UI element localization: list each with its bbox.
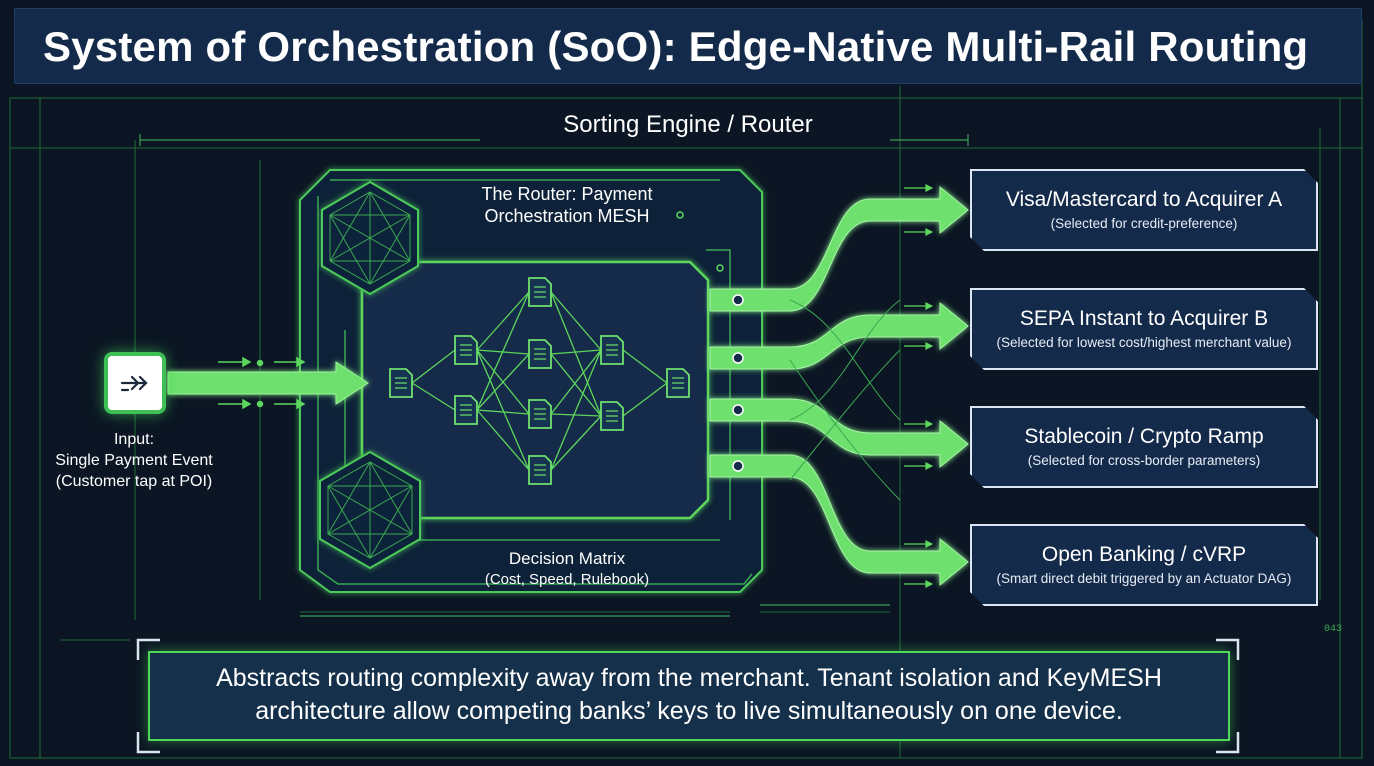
dag-edge: [550, 349, 602, 355]
rail-title: SEPA Instant to Acquirer B: [1019, 307, 1269, 330]
rail-subtitle: (Smart direct debit triggered by an Actu…: [996, 571, 1292, 586]
rail-box-visa-mastercard: Visa/Mastercard to Acquirer A (Selected …: [970, 169, 1318, 251]
output-port-dot: [732, 294, 744, 306]
router-title-line1: The Router: Payment: [481, 184, 653, 204]
rail-title: Open Banking / cVRP: [1041, 543, 1247, 566]
document-node-icon: [454, 335, 478, 365]
engine-label: Sorting Engine / Router: [563, 111, 813, 138]
output-flow-arrow: [709, 454, 969, 587]
input-label: Input: Single Payment Event (Customer ta…: [34, 429, 234, 492]
corner-code: 043: [1324, 624, 1343, 635]
dag-edge: [476, 349, 530, 471]
title-bar: System of Orchestration (SoO): Edge-Nati…: [14, 8, 1362, 84]
router-title: The Router: Payment Orchestration MESH: [430, 183, 704, 227]
input-label-line1: Input:: [113, 431, 155, 448]
output-flow-arrow: [709, 301, 969, 370]
dag-edge: [550, 291, 602, 417]
footer-callout: Abstracts routing complexity away from t…: [148, 651, 1230, 741]
mesh-panel: [360, 260, 710, 520]
document-node-icon: [600, 401, 624, 431]
rail-subtitle: (Selected for lowest cost/highest mercha…: [996, 335, 1292, 350]
dag-edge: [550, 291, 602, 351]
decision-matrix-label: Decision Matrix (Cost, Speed, Rulebook): [430, 548, 704, 590]
rail-box-stablecoin: Stablecoin / Crypto Ramp (Selected for c…: [970, 406, 1318, 488]
dag-edge: [411, 349, 456, 384]
document-node-icon: [528, 455, 552, 485]
dag-edge: [550, 349, 602, 471]
rail-box-open-banking: Open Banking / cVRP (Smart direct debit …: [970, 524, 1318, 606]
dag-edge: [550, 413, 602, 417]
input-label-line3: (Customer tap at POI): [55, 473, 213, 490]
dag-edge: [550, 349, 602, 415]
footer-line1: Abstracts routing complexity away from t…: [216, 664, 1162, 692]
document-node-icon: [528, 277, 552, 307]
dag-edge: [476, 409, 530, 415]
document-node-icon: [600, 335, 624, 365]
page-title: System of Orchestration (SoO): Edge-Nati…: [43, 23, 1309, 70]
input-icon-box: [104, 352, 166, 414]
document-node-icon: [666, 368, 690, 398]
dag-edge: [550, 415, 602, 471]
document-node-icon: [528, 339, 552, 369]
document-node-icon: [389, 368, 413, 398]
output-port-dot: [732, 352, 744, 364]
decision-matrix-subtitle: (Cost, Speed, Rulebook): [484, 571, 650, 588]
dag-edge: [476, 291, 530, 411]
input-label-line2: Single Payment Event: [55, 452, 213, 469]
footer-line2: architecture allow competing banks’ keys…: [255, 697, 1123, 725]
rail-subtitle: (Selected for cross-border parameters): [1027, 453, 1261, 468]
output-port-dot: [732, 404, 744, 416]
router-title-line2: Orchestration MESH: [484, 206, 650, 226]
rail-subtitle: (Selected for credit-preference): [1050, 216, 1238, 231]
document-node-icon: [454, 395, 478, 425]
route-arrow-icon: [120, 375, 148, 392]
document-node-icon: [528, 399, 552, 429]
rail-title: Visa/Mastercard to Acquirer A: [1005, 188, 1283, 211]
dag-edge: [622, 382, 668, 417]
dag-edge: [476, 353, 530, 411]
dag-edge: [550, 353, 602, 417]
dag-edge: [476, 291, 530, 351]
rail-title: Stablecoin / Crypto Ramp: [1024, 425, 1264, 448]
dag-edge: [411, 382, 456, 411]
decision-matrix-title: Decision Matrix: [508, 549, 626, 568]
dag-edge: [622, 349, 668, 384]
output-flow-arrow: [709, 185, 969, 312]
rail-box-sepa-instant: SEPA Instant to Acquirer B (Selected for…: [970, 288, 1318, 370]
dag-edge: [476, 409, 530, 471]
output-flow-arrow: [709, 398, 969, 469]
output-port-dot: [732, 460, 744, 472]
input-flow-arrow: [167, 361, 369, 405]
